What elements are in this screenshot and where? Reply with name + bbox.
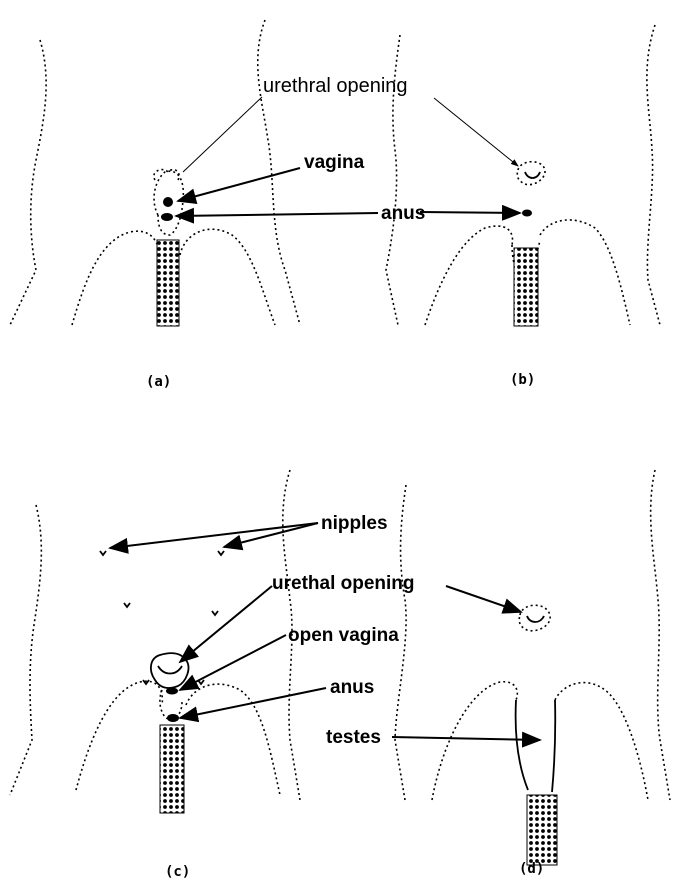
panel-b-tail [514,248,538,326]
label-testes: testes [326,727,381,748]
arrow-anus-right [420,212,520,213]
arrow-urethal-d [446,586,521,612]
label-urethal-opening: urethal opening [272,573,415,594]
panel-label-d: (d) [519,861,544,877]
panel-d-body-outline [395,470,670,800]
arrow-anus-left [176,213,378,216]
label-anus-top: anus [381,203,425,224]
label-nipples: nipples [321,513,388,534]
arrow-open-vagina [180,635,286,690]
panel-label-c: (c) [165,864,190,880]
panel-a-body-outline [10,20,300,325]
arrow-vagina [178,168,300,201]
label-open-vagina: open vagina [288,625,399,646]
arrow-anus-c [180,688,326,718]
label-vagina: vagina [304,152,365,173]
panel-c-tail [160,725,184,813]
arrow-urethral-a [183,97,262,172]
label-anus-bottom: anus [330,677,374,698]
panel-label-a: (a) [146,374,171,390]
panel-a-tail [157,240,179,326]
arrow-nipple-right [224,523,318,547]
arrow-testes [392,737,540,740]
arrow-urethal-c [180,586,272,662]
panel-d-tail [527,795,557,865]
arrow-nipple-left [110,523,318,548]
label-urethral-opening: urethral opening [263,75,408,97]
panel-c-body-outline [10,470,300,800]
arrow-urethral-b [434,98,518,166]
panel-label-b: (b) [510,372,535,388]
